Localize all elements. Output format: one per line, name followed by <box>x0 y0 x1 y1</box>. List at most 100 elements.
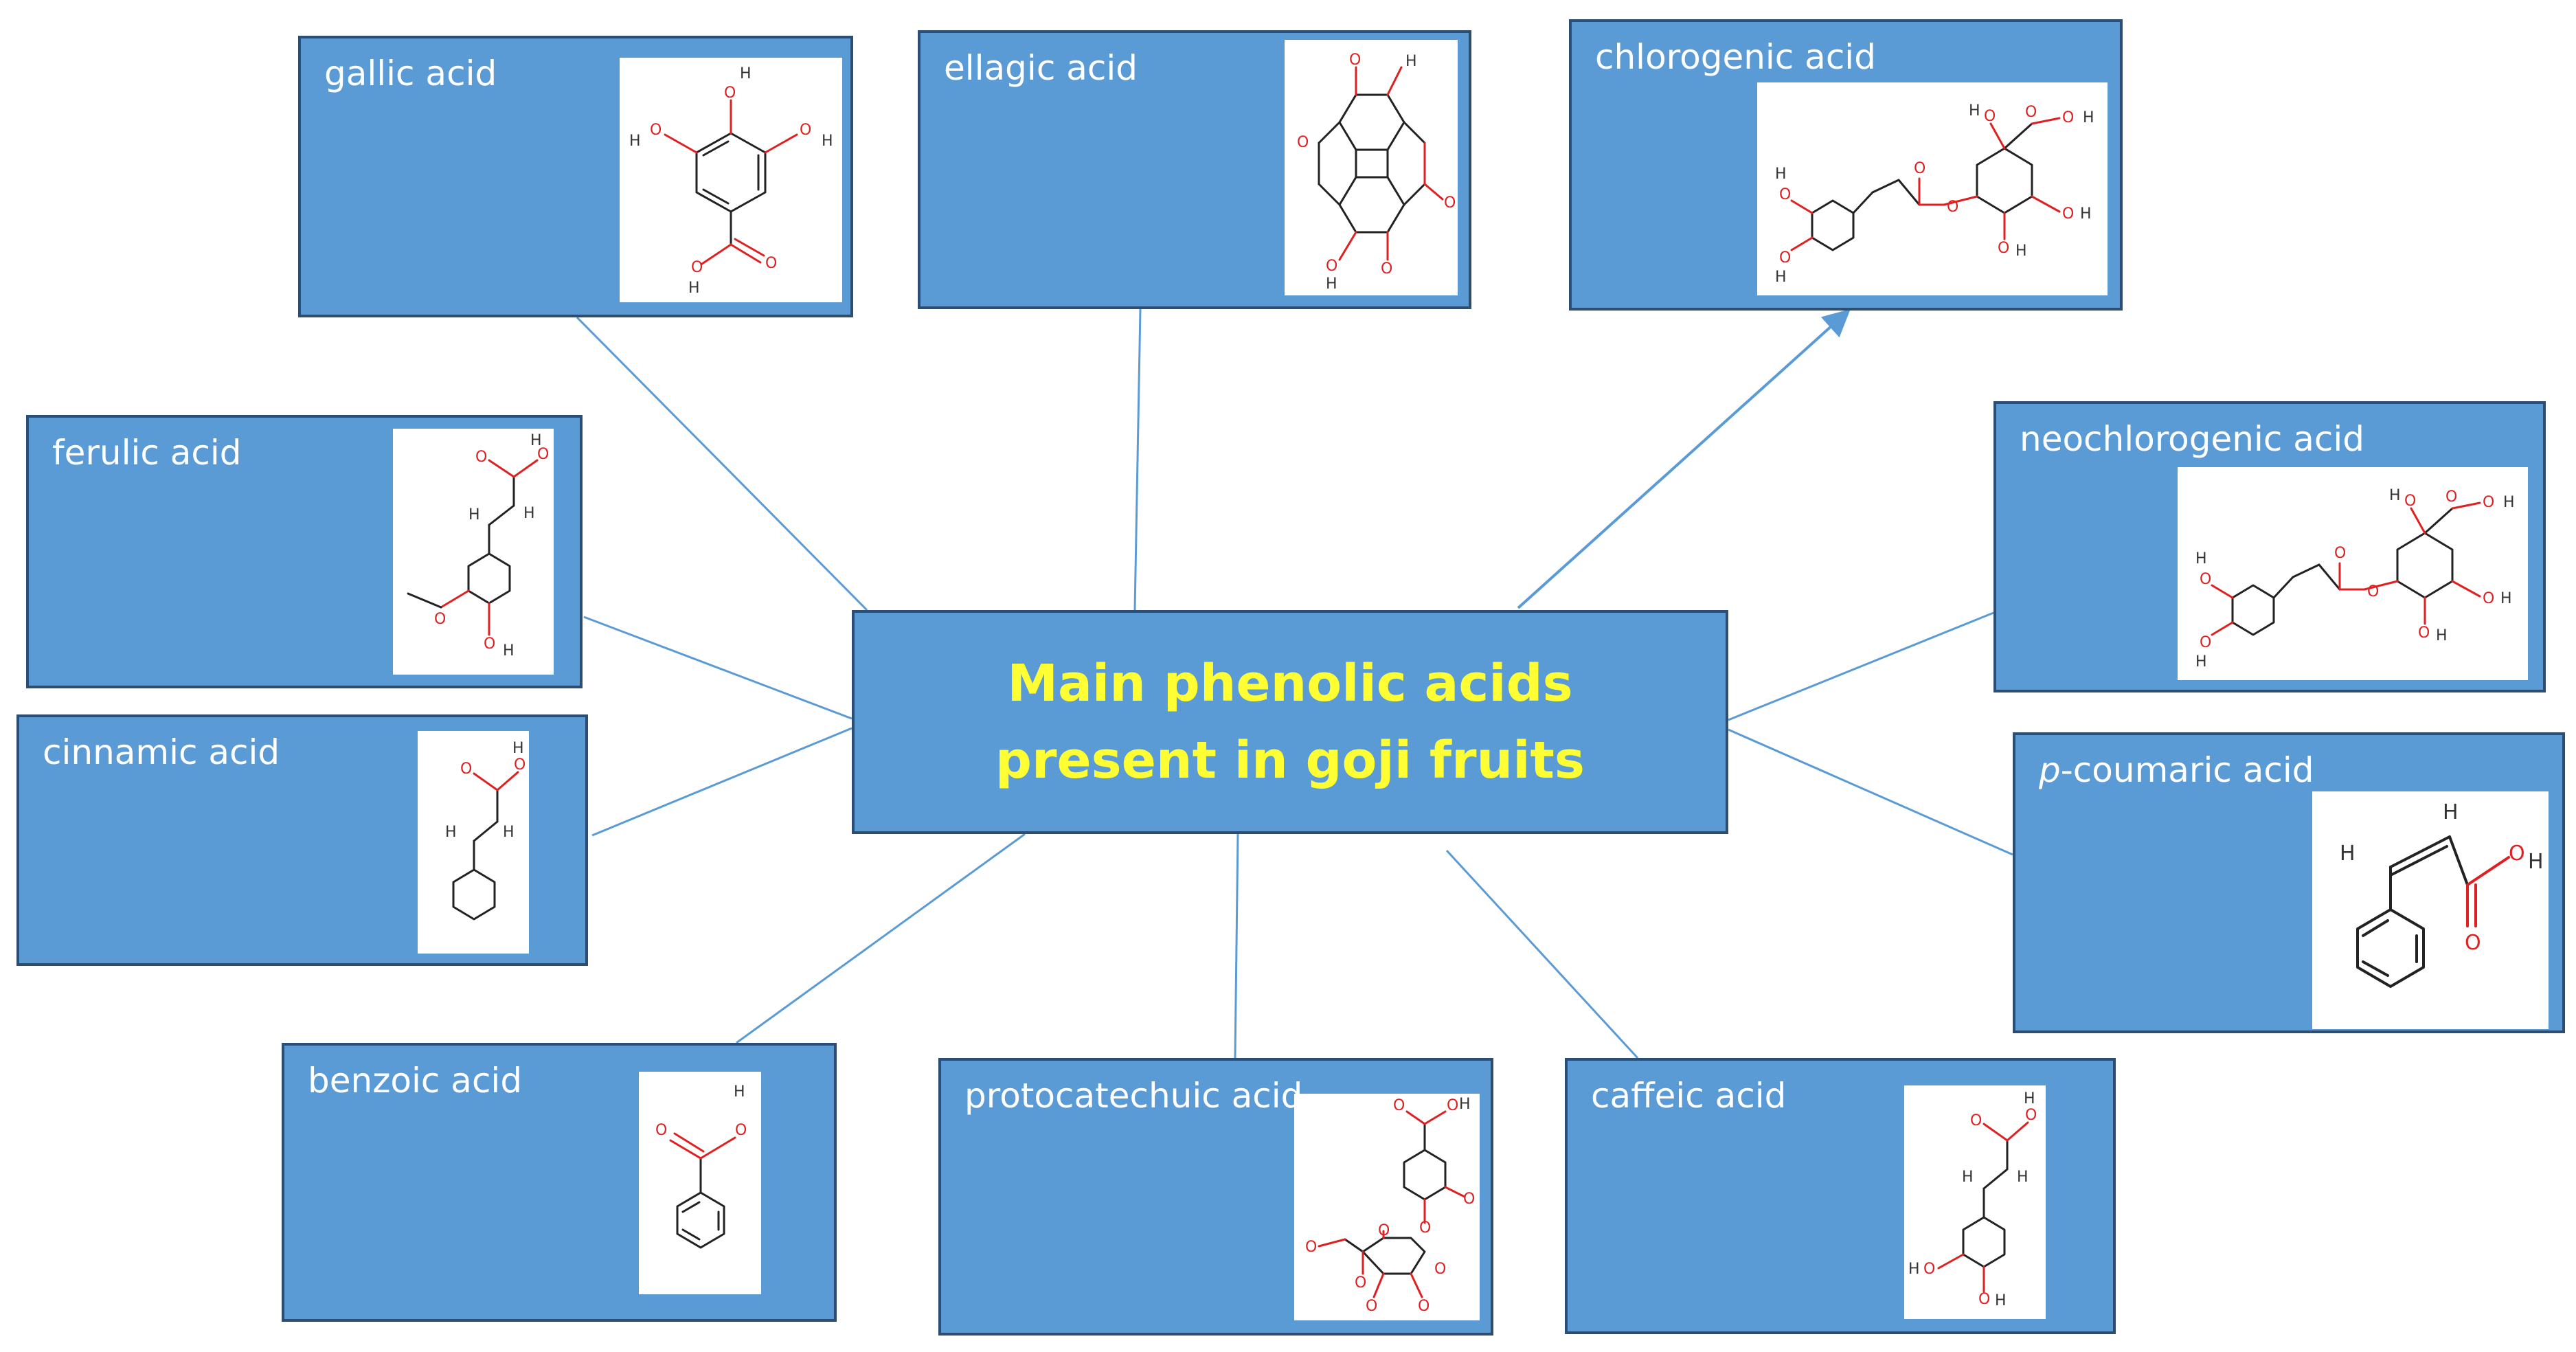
connector-ellagic <box>1133 308 1142 611</box>
svg-text:H: H <box>1405 53 1417 70</box>
svg-text:O: O <box>1779 186 1791 203</box>
svg-text:H: H <box>2389 487 2401 504</box>
svg-text:O: O <box>2200 571 2211 588</box>
svg-text:O: O <box>1419 1219 1431 1237</box>
svg-text:H: H <box>2195 653 2207 671</box>
svg-text:H: H <box>468 506 480 523</box>
svg-text:H: H <box>822 133 833 150</box>
node-p-coumaric-acid: p-coumaric acid H H O H O <box>2013 732 2565 1033</box>
svg-text:H: H <box>1962 1169 1974 1186</box>
svg-text:O: O <box>655 1122 667 1139</box>
svg-text:H: H <box>629 133 641 150</box>
label-neochlorogenic-acid: neochlorogenic acid <box>2020 419 2364 459</box>
connector-caffeic <box>1445 849 1639 1059</box>
svg-text:H: H <box>2017 1169 2029 1186</box>
svg-text:O: O <box>1444 194 1456 212</box>
svg-text:H: H <box>445 824 457 841</box>
svg-text:H: H <box>1775 269 1787 286</box>
svg-text:O: O <box>1355 1274 1366 1292</box>
label-caffeic-acid: caffeic acid <box>1591 1076 1787 1116</box>
label-cinnamic-acid: cinnamic acid <box>43 732 280 772</box>
label-p-coumaric-prefix: p <box>2039 750 2061 790</box>
label-protocatechuic-acid: protocatechuic acid <box>964 1076 1303 1116</box>
svg-text:O: O <box>650 122 662 139</box>
svg-text:O: O <box>484 635 495 653</box>
label-chlorogenic-acid: chlorogenic acid <box>1595 37 1876 77</box>
svg-text:O: O <box>2418 624 2430 642</box>
svg-text:H: H <box>1459 1096 1471 1113</box>
svg-text:H: H <box>688 280 700 297</box>
svg-text:O: O <box>1984 108 1996 125</box>
svg-text:H: H <box>2080 205 2092 223</box>
svg-text:H: H <box>1326 275 1337 293</box>
svg-text:H: H <box>2500 590 2512 607</box>
svg-text:O: O <box>1447 1097 1458 1114</box>
connector-benzoic <box>736 833 1026 1044</box>
svg-text:H: H <box>2195 550 2207 567</box>
connector-gallic <box>576 316 868 611</box>
svg-text:H: H <box>2015 243 2027 260</box>
svg-text:O: O <box>2200 634 2211 651</box>
svg-text:O: O <box>1366 1298 1377 1315</box>
svg-text:O: O <box>1463 1191 1475 1208</box>
svg-text:O: O <box>1305 1239 1317 1256</box>
connector-cinnamic <box>591 727 852 837</box>
svg-text:O: O <box>800 122 811 139</box>
central-title-line-1: Main phenolic acids <box>1007 654 1573 713</box>
svg-text:O: O <box>2334 545 2346 562</box>
svg-text:H: H <box>503 642 515 660</box>
svg-text:O: O <box>1378 1222 1390 1239</box>
svg-text:H: H <box>1995 1292 2007 1309</box>
svg-text:O: O <box>1434 1261 1446 1278</box>
svg-text:H: H <box>2503 494 2515 511</box>
svg-text:O: O <box>1970 1112 1982 1129</box>
svg-text:O: O <box>2445 488 2457 506</box>
svg-text:O: O <box>724 84 736 102</box>
svg-text:O: O <box>460 760 472 778</box>
svg-text:O: O <box>475 449 487 466</box>
svg-text:H: H <box>740 65 752 82</box>
svg-text:H: H <box>523 505 535 522</box>
svg-text:H: H <box>1908 1261 1920 1278</box>
svg-text:H: H <box>2024 1090 2035 1107</box>
svg-text:O: O <box>735 1122 747 1139</box>
svg-text:H: H <box>734 1083 745 1101</box>
svg-text:O: O <box>1947 199 1958 216</box>
svg-text:H: H <box>1969 102 1980 120</box>
label-p-coumaric-rest: -coumaric acid <box>2060 750 2314 790</box>
svg-text:O: O <box>434 611 446 628</box>
structure-benzoic-acid: O O H <box>639 1072 761 1294</box>
central-title: Main phenolic acids present in goji frui… <box>995 645 1585 799</box>
svg-text:O: O <box>1349 52 1361 69</box>
label-ferulic-acid: ferulic acid <box>52 433 242 473</box>
svg-text:H: H <box>512 740 524 757</box>
label-gallic-acid: gallic acid <box>324 54 497 93</box>
svg-text:H: H <box>2528 850 2544 874</box>
svg-text:O: O <box>1779 249 1791 267</box>
label-p-coumaric-acid: p-coumaric acid <box>2039 750 2314 790</box>
svg-text:H: H <box>530 432 542 449</box>
svg-text:O: O <box>1978 1291 1990 1308</box>
svg-text:H: H <box>503 824 515 841</box>
connector-chlorogenic <box>1517 308 1851 609</box>
svg-text:O: O <box>691 259 703 276</box>
svg-text:O: O <box>1297 134 1309 151</box>
svg-text:O: O <box>2025 1107 2037 1124</box>
svg-text:O: O <box>1418 1298 1430 1315</box>
central-topic: Main phenolic acids present in goji frui… <box>852 610 1728 834</box>
label-ellagic-acid: ellagic acid <box>944 48 1138 88</box>
svg-text:H: H <box>2340 842 2355 866</box>
svg-text:O: O <box>2025 104 2037 121</box>
svg-text:O: O <box>2509 842 2525 866</box>
